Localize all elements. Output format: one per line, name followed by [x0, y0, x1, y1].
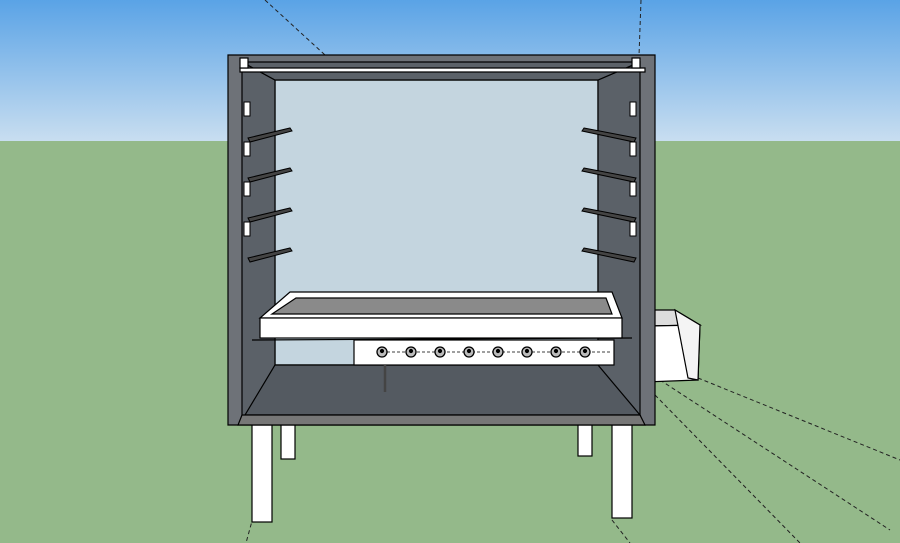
back-left-leg [280, 423, 296, 460]
burner-knob-center [466, 348, 472, 354]
burner-knob-center [524, 348, 530, 354]
back-right-leg [577, 423, 593, 457]
rail-bracket-right [629, 141, 637, 157]
rail-bracket-left [243, 141, 251, 157]
front-left-leg [251, 419, 273, 523]
rail-bracket-left [243, 101, 251, 117]
shelf-rail-left [247, 167, 293, 183]
shelf-rail-right [581, 247, 637, 263]
rail-bracket-right [629, 181, 637, 197]
rail-bracket-left [243, 221, 251, 237]
burner-knob-center [582, 348, 588, 354]
tray [251, 291, 633, 341]
rail-bracket-right [629, 101, 637, 117]
shelf-rail-left [247, 127, 293, 143]
cabinet [227, 54, 656, 426]
shelf-rail-left [247, 207, 293, 223]
burner-knob-center [408, 348, 414, 354]
shelf-rails [243, 101, 637, 263]
burner-bar [353, 339, 615, 392]
shelf-rail-left [247, 247, 293, 263]
burner-knob-center [437, 348, 443, 354]
front-right-leg [611, 419, 633, 519]
burner-knob-center [379, 348, 385, 354]
side-box [644, 308, 703, 383]
burner-knob-center [553, 348, 559, 354]
rail-bracket-right [629, 221, 637, 237]
cabinet-legs [251, 419, 633, 523]
burner-knob-center [495, 348, 501, 354]
rail-bracket-left [243, 181, 251, 197]
